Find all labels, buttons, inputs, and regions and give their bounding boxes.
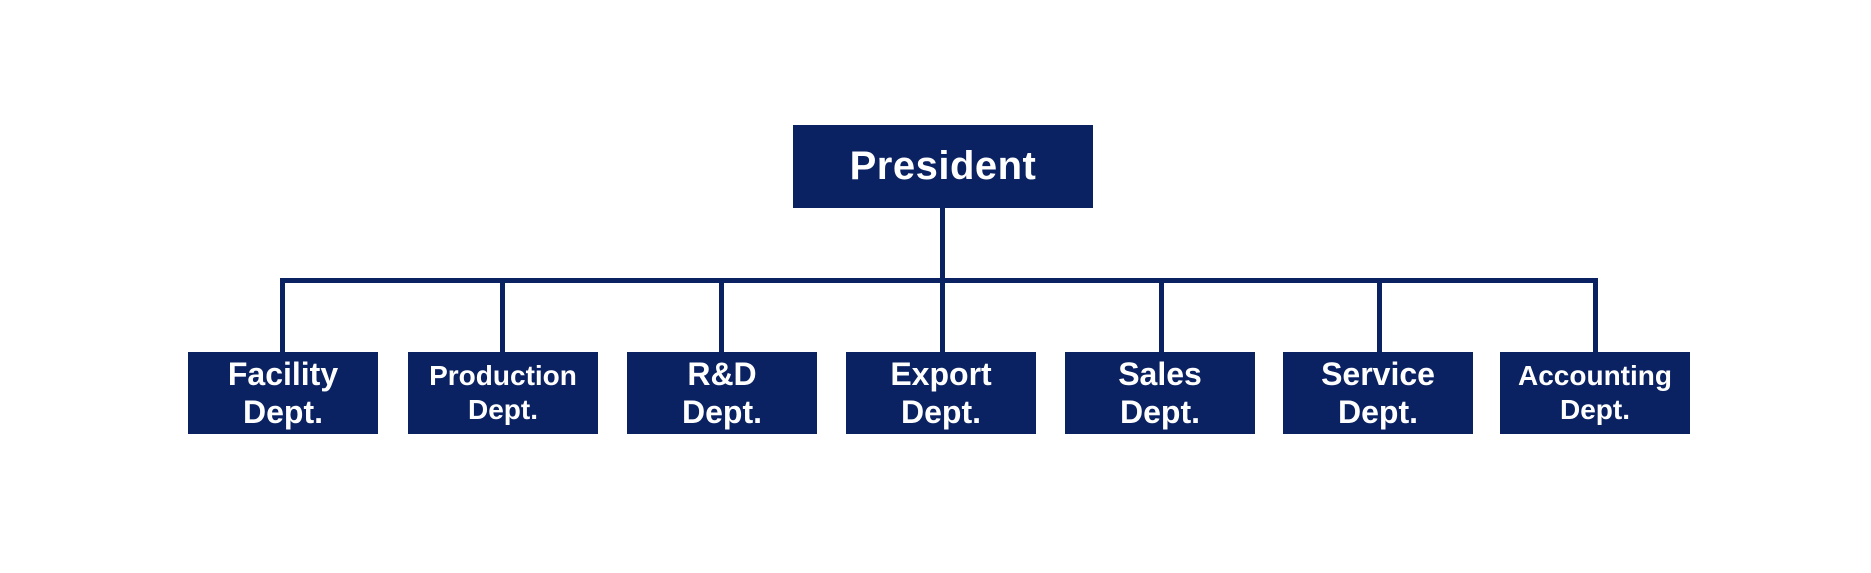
president-label: President <box>849 144 1037 188</box>
connector-production <box>500 278 505 352</box>
dept-name: Export <box>890 356 992 392</box>
dept-box-facility: Facility Dept. <box>188 352 378 434</box>
connector-service <box>1377 278 1382 352</box>
dept-box-service: Service Dept. <box>1283 352 1473 434</box>
dept-name: R&D <box>687 356 757 392</box>
connector-accounting <box>1593 278 1598 352</box>
dept-suffix: Dept. <box>468 394 538 425</box>
dept-suffix: Dept. <box>1560 394 1630 425</box>
dept-suffix: Dept. <box>682 394 762 430</box>
dept-name: Accounting <box>1518 360 1672 391</box>
dept-suffix: Dept. <box>243 394 323 430</box>
connector-rnd <box>719 278 724 352</box>
dept-box-sales: Sales Dept. <box>1065 352 1255 434</box>
dept-name: Facility <box>227 356 339 392</box>
dept-box-accounting: Accounting Dept. <box>1500 352 1690 434</box>
connector-sales <box>1159 278 1164 352</box>
president-box: President <box>793 125 1093 208</box>
dept-suffix: Dept. <box>1338 394 1418 430</box>
connector-horizontal-bar <box>280 278 1598 283</box>
dept-name: Service <box>1321 356 1435 392</box>
connector-facility <box>280 278 285 352</box>
dept-name: Sales <box>1118 356 1202 392</box>
dept-box-export: Export Dept. <box>846 352 1036 434</box>
dept-box-rnd: R&D Dept. <box>627 352 817 434</box>
dept-name: Production <box>429 360 577 391</box>
connector-president-trunk <box>940 208 945 282</box>
dept-suffix: Dept. <box>1120 394 1200 430</box>
connector-export <box>940 278 945 352</box>
dept-suffix: Dept. <box>901 394 981 430</box>
dept-box-production: Production Dept. <box>408 352 598 434</box>
